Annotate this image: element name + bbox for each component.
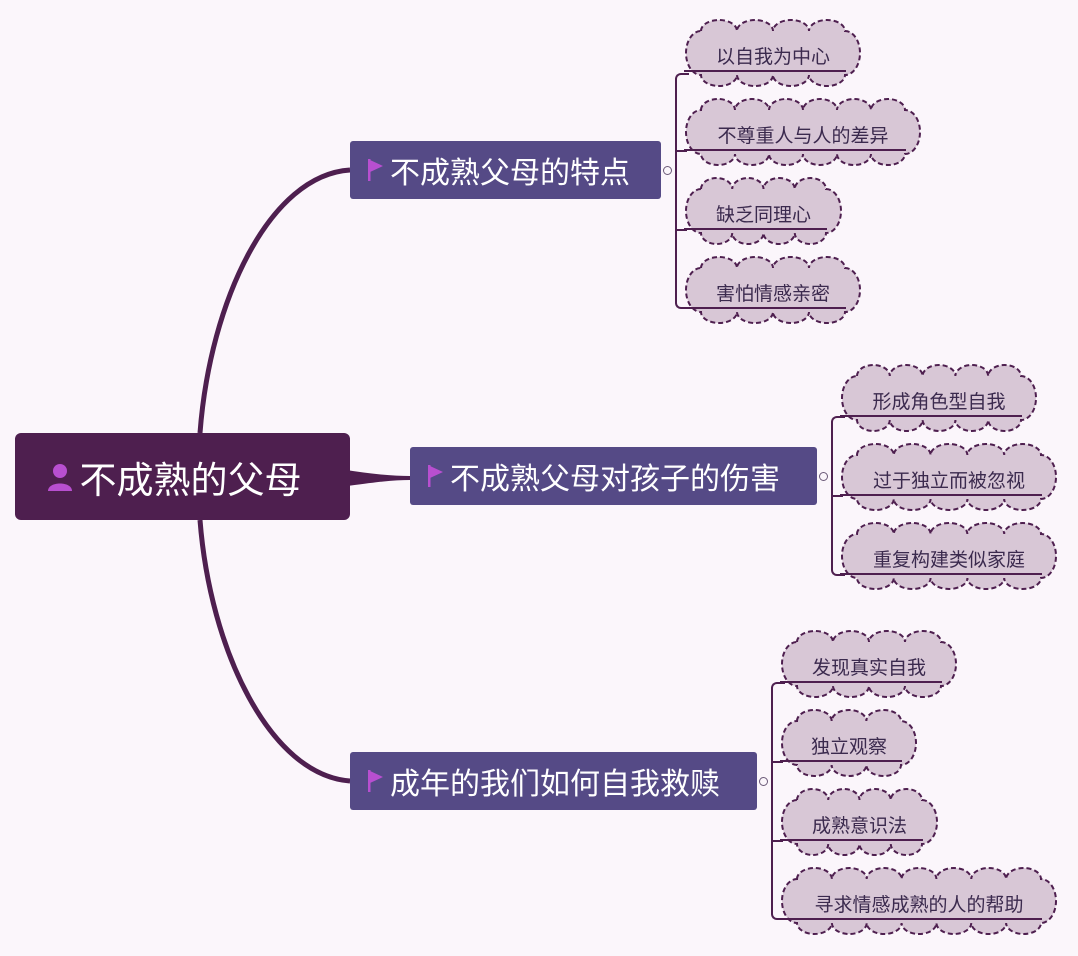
flag-icon [368,770,383,792]
bracket-tick [675,229,687,231]
bracket-tick [831,495,843,497]
root-topic[interactable]: 不成熟的父母 [15,433,350,520]
branch-label: 不成熟父母对孩子的伤害 [450,462,780,497]
leaf-underline [780,760,902,762]
leaf-underline [684,70,846,72]
bracket-tick [771,761,783,763]
leaf-label: 独立观察 [810,736,887,758]
collapse-toggle[interactable] [759,777,768,786]
leaf-underline [684,228,827,230]
leaf-label: 害怕情感亲密 [715,283,830,305]
branch-bracket [675,73,689,309]
leaf-underline [840,494,1042,496]
leaf-underline [780,681,942,683]
leaf-label: 形成角色型自我 [872,391,1006,413]
branch-bracket [771,682,785,920]
branch-label: 成年的我们如何自我救赎 [390,767,720,802]
branch-characteristics[interactable]: 不成熟父母的特点 [350,141,661,199]
leaf-label: 过于独立而被忽视 [872,470,1025,492]
leaf-label: 不尊重人与人的差异 [717,125,889,147]
root-connector-3 [197,519,351,784]
cloud-shape [781,867,1057,935]
leaf-topic[interactable]: 以自我为中心 [684,18,862,88]
root-connector-2 [339,468,411,488]
leaf-label: 成熟意识法 [811,815,907,837]
leaf-underline [684,307,846,309]
leaf-label: 重复构建类似家庭 [872,549,1025,571]
cloud-shape [781,630,957,698]
cloud-shape [841,522,1057,590]
leaf-label: 缺乏同理心 [715,204,811,226]
collapse-toggle[interactable] [663,166,672,175]
leaf-underline [780,918,1042,920]
cloud-shape [685,256,861,324]
branch-self-rescue[interactable]: 成年的我们如何自我救赎 [350,752,757,810]
flag-icon [428,465,443,487]
leaf-label: 寻求情感成熟的人的帮助 [814,894,1024,916]
bracket-tick [771,840,783,842]
cloud-shape [685,177,842,245]
leaf-topic[interactable]: 害怕情感亲密 [684,255,862,325]
leaf-topic[interactable]: 重复构建类似家庭 [840,521,1058,591]
flag-icon [368,159,383,181]
branch-harm[interactable]: 不成熟父母对孩子的伤害 [410,447,817,505]
leaf-topic[interactable]: 缺乏同理心 [684,176,843,246]
leaf-underline [780,839,923,841]
cloud-shape [685,98,921,166]
root-label: 不成熟的父母 [79,458,302,502]
leaf-topic[interactable]: 成熟意识法 [780,787,939,857]
person-icon [47,463,72,491]
cloud-shape [781,788,938,856]
bracket-tick [675,150,687,152]
leaf-label: 以自我为中心 [715,46,830,68]
cloud-shape [841,443,1057,511]
leaf-underline [684,149,906,151]
leaf-underline [840,415,1022,417]
leaf-topic[interactable]: 独立观察 [780,708,918,778]
leaf-topic[interactable]: 过于独立而被忽视 [840,442,1058,512]
leaf-topic[interactable]: 形成角色型自我 [840,363,1038,433]
branch-label: 不成熟父母的特点 [390,156,630,191]
cloud-shape [841,364,1037,432]
root-connector-1 [197,167,351,434]
leaf-topic[interactable]: 寻求情感成熟的人的帮助 [780,866,1058,936]
leaf-underline [840,573,1042,575]
cloud-shape [781,709,917,777]
leaf-label: 发现真实自我 [811,657,926,679]
leaf-topic[interactable]: 不尊重人与人的差异 [684,97,922,167]
leaf-topic[interactable]: 发现真实自我 [780,629,958,699]
cloud-shape [685,19,861,87]
collapse-toggle[interactable] [819,472,828,481]
